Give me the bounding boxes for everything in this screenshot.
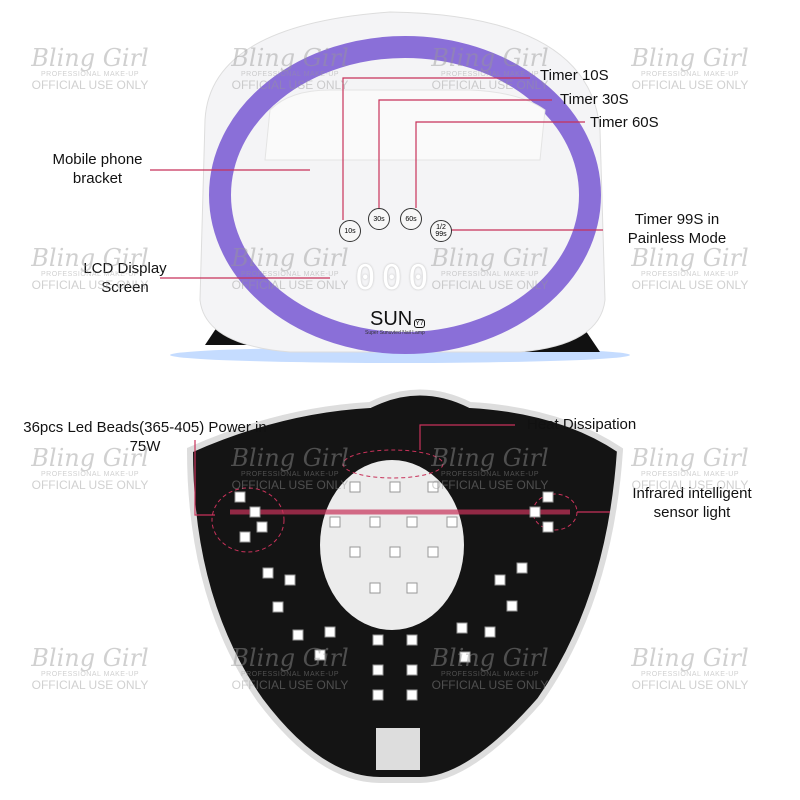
led-bead — [349, 481, 361, 493]
led-bead — [324, 626, 336, 638]
led-bead — [459, 651, 471, 663]
callout-lines — [150, 77, 610, 516]
led-bead — [529, 506, 541, 518]
timer-10s-button[interactable]: 10s — [339, 220, 361, 242]
callout-timer-99s: Timer 99S in Painless Mode — [627, 211, 727, 247]
callout-phone-bracket: Mobile phone bracket — [52, 151, 143, 187]
led-bead — [369, 516, 381, 528]
led-bead — [406, 582, 418, 594]
lcd-display: 000 — [355, 258, 435, 298]
callout-heat-dissipation: Heat Dissipation — [527, 416, 637, 433]
led-bead — [349, 546, 361, 558]
led-bead — [372, 634, 384, 646]
led-bead — [406, 634, 418, 646]
callout-led-beads: 36pcs Led Beads(365-405) Power in 75W — [23, 419, 267, 455]
led-bead — [234, 491, 246, 503]
led-bead — [239, 531, 251, 543]
model-badge: Y7 — [414, 319, 425, 328]
led-bead — [262, 567, 274, 579]
led-bead — [329, 516, 341, 528]
base-connector — [376, 728, 420, 770]
led-bead — [484, 626, 496, 638]
purple-ring — [209, 36, 601, 354]
led-bead — [372, 664, 384, 676]
brand-name: SUN — [370, 308, 413, 330]
lamp-subtitle: Super Sunuvted Nail Lamp — [365, 330, 425, 336]
led-bead — [406, 664, 418, 676]
led-bead — [542, 491, 554, 503]
led-bead — [372, 689, 384, 701]
timer-60s-button[interactable]: 60s — [400, 208, 422, 230]
led-bead — [369, 582, 381, 594]
heat-highlight — [342, 449, 444, 479]
base-center-panel — [320, 460, 464, 630]
led-highlight — [211, 487, 285, 553]
led-bead — [389, 481, 401, 493]
led-bead — [314, 649, 326, 661]
callout-infrared-sensor: Infrared intelligent sensor light — [632, 485, 752, 521]
led-bead — [427, 546, 439, 558]
callout-timer-10s: Timer 10S — [540, 67, 609, 84]
led-bead — [456, 622, 468, 634]
callout-timer-30s: Timer 30S — [560, 91, 629, 108]
phone-bracket — [264, 89, 546, 161]
led-bead — [506, 600, 518, 612]
led-bead — [516, 562, 528, 574]
led-bead — [389, 546, 401, 558]
led-bead — [406, 516, 418, 528]
led-bead — [272, 601, 284, 613]
led-bead — [446, 516, 458, 528]
callout-timer-60s: Timer 60S — [590, 114, 659, 131]
led-bead — [249, 506, 261, 518]
led-bead — [406, 689, 418, 701]
timer-99s-button[interactable]: 1/2 99s — [430, 220, 452, 242]
led-bead — [256, 521, 268, 533]
led-bead — [284, 574, 296, 586]
callout-lcd: LCD Display Screen — [83, 260, 167, 296]
timer-30s-button[interactable]: 30s — [368, 208, 390, 230]
led-bead — [427, 481, 439, 493]
led-bead — [292, 629, 304, 641]
led-bead — [542, 521, 554, 533]
led-bead — [494, 574, 506, 586]
